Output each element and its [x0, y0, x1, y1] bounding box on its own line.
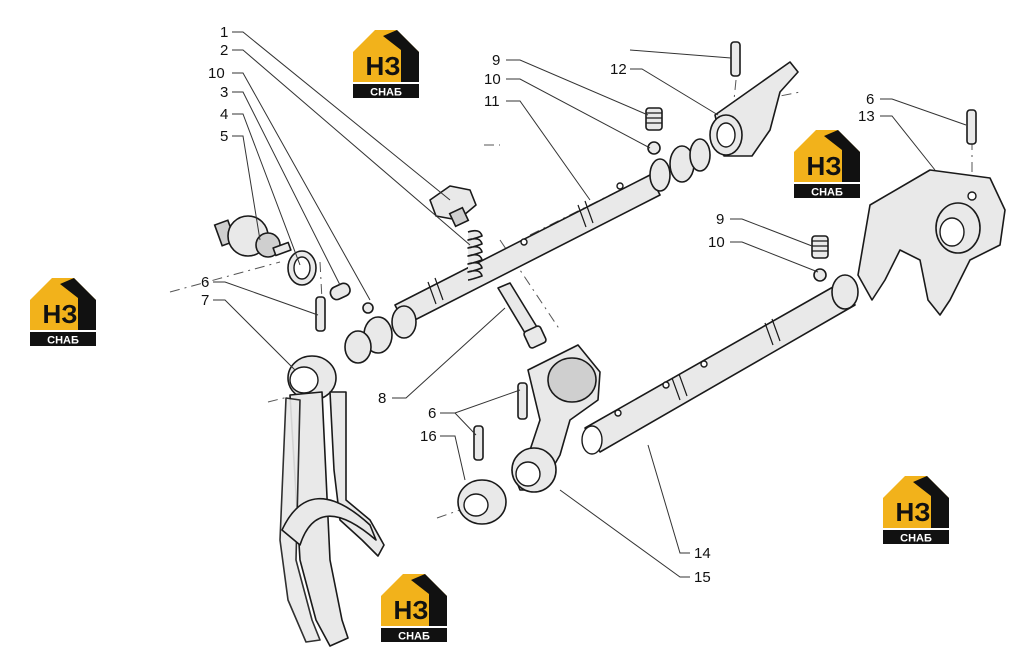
callout-14: 14 — [694, 545, 711, 562]
interlock-pin — [497, 282, 547, 349]
logo-mark: НЗ — [365, 51, 400, 81]
small-spring — [811, 235, 829, 259]
detent-ball — [362, 302, 374, 314]
callout-12: 12 — [610, 61, 627, 78]
callout-10: 10 — [484, 71, 501, 88]
logo-watermark: НЗ СНАБ — [794, 130, 860, 199]
callout-8: 8 — [378, 390, 386, 407]
logo-watermark: НЗ СНАБ — [883, 476, 949, 545]
callout-numbers: 1 2 10 3 4 5 6 7 9 10 11 12 6 13 9 10 8 … — [201, 24, 875, 586]
logo-caption: СНАБ — [47, 335, 79, 347]
logo-watermark: НЗ СНАБ — [353, 30, 419, 99]
callout-13: 13 — [858, 108, 875, 125]
callout-6: 6 — [201, 274, 209, 291]
callout-5: 5 — [220, 128, 228, 145]
callout-11: 11 — [484, 93, 500, 110]
upper-rod-left-collars — [344, 305, 417, 364]
spring-pin — [966, 109, 977, 145]
callout-16: 16 — [420, 428, 437, 445]
spring-pin — [517, 382, 528, 420]
logo-caption: СНАБ — [811, 187, 843, 199]
selector-lever — [709, 61, 799, 157]
shift-fork-left — [279, 355, 385, 647]
spring-pin — [315, 296, 326, 332]
small-spring — [645, 107, 663, 131]
callout-15: 15 — [694, 569, 711, 586]
logo-caption: СНАБ — [900, 533, 932, 545]
detent-plunger — [329, 282, 351, 301]
spring-pin — [473, 425, 484, 461]
callout-6: 6 — [428, 405, 436, 422]
callout-3: 3 — [220, 84, 228, 101]
stop-collar — [457, 479, 507, 525]
lower-shift-rod — [581, 274, 859, 455]
detent-spring — [467, 229, 483, 281]
callout-9: 9 — [492, 52, 500, 69]
logo-watermark: НЗ СНАБ — [30, 278, 96, 347]
callout-4: 4 — [220, 106, 228, 123]
callout-10: 10 — [708, 234, 725, 251]
logo-mark: НЗ — [393, 595, 428, 625]
small-ball — [647, 141, 661, 155]
callout-10: 10 — [208, 65, 225, 82]
upper-rod-detents — [649, 138, 711, 192]
callout-7: 7 — [201, 292, 209, 309]
threaded-plug — [429, 185, 477, 228]
callout-6: 6 — [866, 91, 874, 108]
logo-caption: СНАБ — [370, 87, 402, 99]
logo-mark: НЗ — [806, 151, 841, 181]
pressure-switch — [213, 215, 292, 258]
seal-ring — [287, 250, 317, 286]
callout-1: 1 — [220, 24, 228, 41]
logo-watermark: НЗ СНАБ — [381, 574, 447, 643]
callout-9: 9 — [716, 211, 724, 228]
shift-fork-right — [857, 169, 1006, 316]
logo-mark: НЗ — [42, 299, 77, 329]
selector-block — [511, 344, 601, 493]
callout-2: 2 — [220, 42, 228, 59]
leader-lines — [213, 31, 967, 578]
logo-mark: НЗ — [895, 497, 930, 527]
spring-pin — [730, 41, 741, 77]
logo-caption: СНАБ — [398, 631, 430, 643]
